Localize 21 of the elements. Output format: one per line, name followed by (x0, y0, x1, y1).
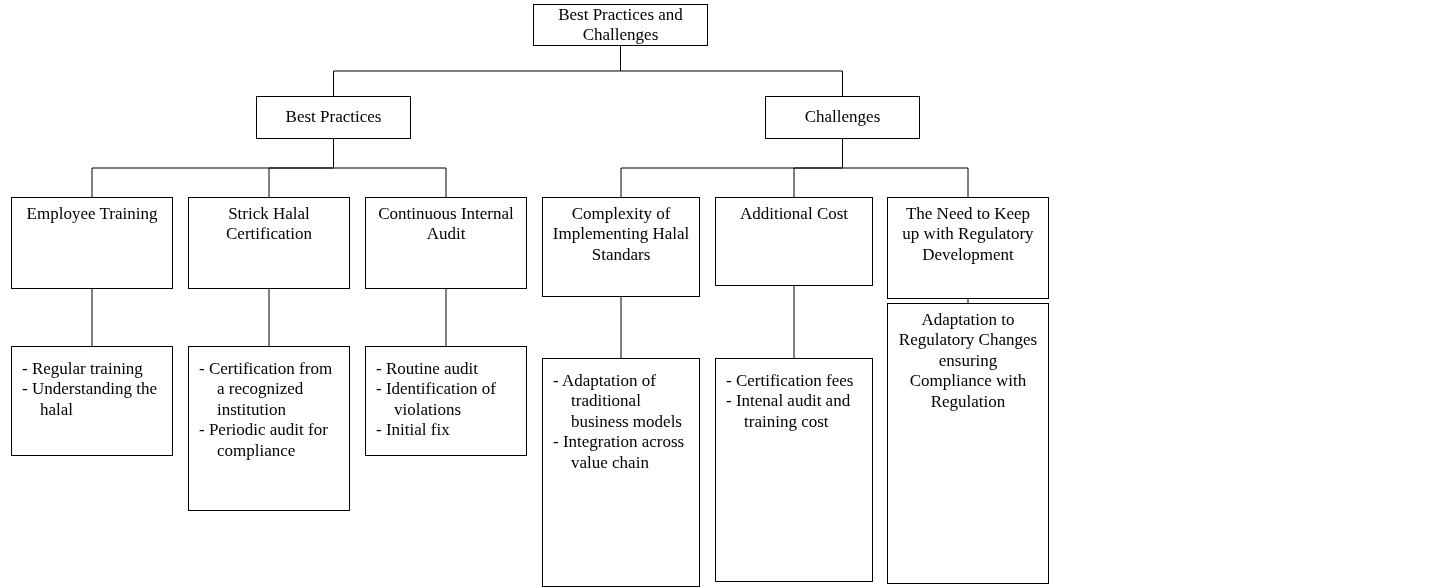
detail-box: - Routine audit - Identification of violations - Initial fix (365, 346, 527, 456)
category-box: Employee Training (11, 197, 173, 289)
category-box: Additional Cost (715, 197, 873, 286)
category-box: Continuous Internal Audit (365, 197, 527, 289)
category-box: Best Practices and Challenges (533, 4, 708, 46)
connector-line (268, 288, 270, 347)
connector-line (967, 298, 969, 304)
category-box: Strick Halal Certification (188, 197, 350, 289)
detail-box: - Adaptation of traditional business models - Integration across value chain (542, 358, 700, 587)
category-box: Challenges (765, 96, 920, 139)
category-box: Complexity of Implementing Halal Standars (542, 197, 700, 297)
category-box: Adaptation to Regulatory Changes ensuring Compliance with Regulation (887, 303, 1049, 584)
connector-line (793, 285, 795, 359)
category-box: The Need to Keep up with Regulatory Development (887, 197, 1049, 299)
detail-box: - Certification from a recognized institution - Periodic audit for compliance (188, 346, 350, 511)
detail-box: - Certification fees - Intenal audit and training cost (715, 358, 873, 582)
connector-line (445, 288, 447, 347)
category-box: Best Practices (256, 96, 411, 139)
connector-line (620, 296, 622, 359)
connector-line (91, 288, 93, 347)
detail-box: - Regular training - Understanding the halal (11, 346, 173, 456)
